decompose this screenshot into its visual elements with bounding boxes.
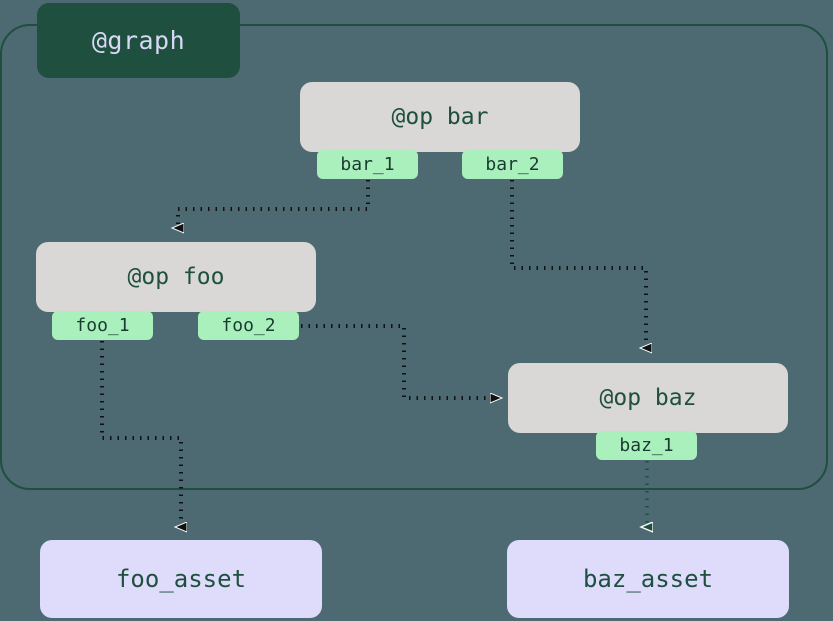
op-node-foo-label: @op foo <box>127 264 225 290</box>
port-bar-2[interactable]: bar_2 <box>462 150 563 179</box>
asset-node-foo-asset[interactable]: foo_asset <box>40 540 322 618</box>
port-baz-1[interactable]: baz_1 <box>596 431 697 460</box>
port-baz-1-label: baz_1 <box>619 435 674 456</box>
op-node-bar-label: @op bar <box>391 104 489 130</box>
op-node-baz[interactable]: @op baz <box>508 363 788 433</box>
port-bar-1[interactable]: bar_1 <box>317 150 418 179</box>
asset-node-foo-asset-label: foo_asset <box>115 565 247 593</box>
asset-node-baz-asset-label: baz_asset <box>582 565 714 593</box>
graph-label: @graph <box>37 3 240 78</box>
asset-node-baz-asset[interactable]: baz_asset <box>507 540 789 618</box>
port-bar-2-label: bar_2 <box>485 154 540 175</box>
port-foo-2[interactable]: foo_2 <box>198 311 299 340</box>
graph-container <box>0 24 828 490</box>
op-node-foo[interactable]: @op foo <box>36 242 316 312</box>
port-foo-1[interactable]: foo_1 <box>52 311 153 340</box>
op-node-baz-label: @op baz <box>599 385 697 411</box>
op-node-bar[interactable]: @op bar <box>300 82 580 152</box>
port-foo-2-label: foo_2 <box>221 315 276 336</box>
port-foo-1-label: foo_1 <box>75 315 130 336</box>
port-bar-1-label: bar_1 <box>340 154 395 175</box>
